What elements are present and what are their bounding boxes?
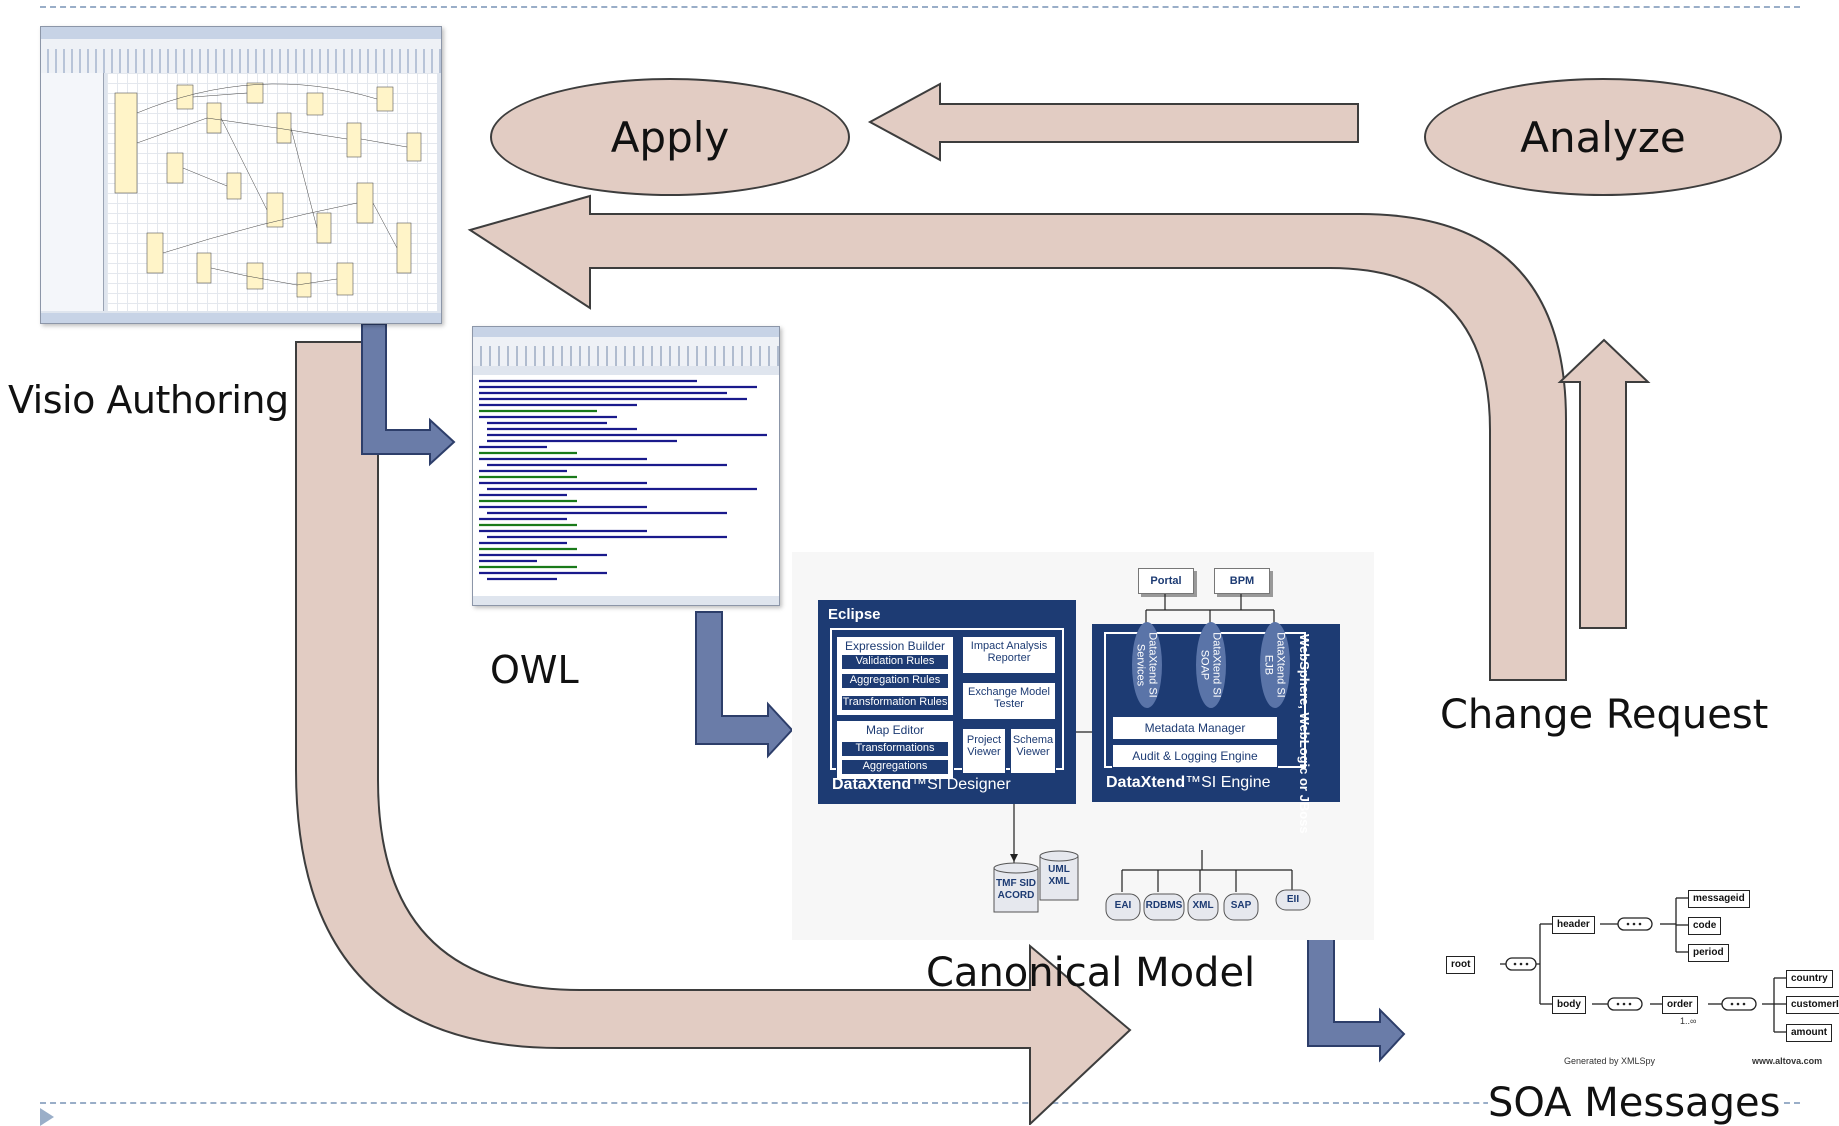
xml-order-node: order [1662,996,1698,1014]
owl-to-model-arrow [695,611,794,759]
map-editor-title: Map Editor [865,723,925,737]
apply-ellipse: Apply [490,78,850,196]
xmlspy-credit: Generated by XMLSpy [1564,1056,1656,1066]
change-request-label: Change Request [1440,692,1769,738]
engine-brand: DataXtend [1106,774,1186,791]
xml-customerid-node: customerID [1786,996,1839,1014]
eai-cylinder: EAI [1114,900,1132,911]
validation-rules: Validation Rules [841,654,949,670]
visio-to-owl-arrow [361,323,456,467]
owl-editor-toolbar [473,346,779,366]
xml-country-node: country [1786,970,1833,988]
xmlspy-connectors [1500,897,1786,1033]
xml-header-node: header [1552,916,1595,934]
change-request-arrow [1557,338,1651,629]
transformation-rules: Transformation Rules [841,695,949,711]
xmlspy-schema: root header body order 1..∞ messageid co… [1440,884,1839,1070]
sap-cylinder: SAP [1230,900,1252,911]
canonical-model-label: Canonical Model [926,950,1256,996]
owl-label: OWL [490,648,579,692]
metadata-manager-box: Metadata Manager [1112,716,1278,740]
soa-messages-label: SOA Messages [1488,1080,1781,1126]
owl-editor-menubar [473,337,779,346]
xml-amount-node: amount [1786,1024,1833,1042]
owl-editor-titlebar [473,327,779,337]
visio-toolbar [41,49,441,73]
owl-code-view [473,375,779,592]
apply-label: Apply [610,112,730,162]
schema-viewer-box: Schema Viewer [1010,728,1056,774]
visio-diagram [114,82,422,298]
designer-brand: DataXtend [832,776,912,793]
visio-authoring-label: Visio Authoring [8,378,289,422]
altova-site: www.altova.com [1752,1056,1823,1066]
svc-services-oval: DataXtend SI Services [1132,622,1162,708]
owl-code-lines [479,379,767,581]
uml-label: UML XML [1048,864,1070,887]
xml-root-node: root [1446,956,1476,974]
tmf-sid-cylinder: TMF SID ACORD [994,878,1038,902]
eclipse-title: Eclipse [828,606,881,623]
xml-code-node: code [1688,917,1722,935]
model-to-soa-arrow [1307,917,1406,1063]
cylinders [993,850,1311,921]
svc-soap-oval: DataXtend SI SOAP [1196,622,1226,708]
canonical-arrow [295,341,1132,1125]
rdbms-cylinder: RDBMS [1145,900,1183,911]
top-dashed-rule [40,6,1800,8]
analyze-ellipse: Analyze [1424,78,1782,196]
bpm-box: BPM [1214,568,1270,594]
uml-xml-cylinder: UML XML [1040,864,1078,888]
visio-titlebar [41,27,441,39]
designer-suffix: ™SI Designer [911,776,1011,793]
xml-body-node: body [1552,996,1586,1014]
impact-analysis-box: Impact Analysis Reporter [962,636,1056,674]
engine-suffix: ™SI Engine [1185,774,1271,791]
svc-ejb-oval: DataXtend SI EJB [1260,622,1290,708]
return-arrow [467,194,1567,681]
xml-cylinder: XML [1192,900,1214,911]
slide-bullet-icon [40,1108,54,1126]
xml-multiplicity: 1..∞ [1680,1016,1697,1026]
project-viewer-box: Project Viewer [962,728,1006,774]
apply-arrow [867,82,1359,162]
xml-period-node: period [1688,944,1729,962]
owl-editor-statusbar [473,596,779,605]
bottom-dashed-rule [40,1102,1800,1104]
analyze-label: Analyze [1520,112,1686,162]
portal-box: Portal [1138,568,1194,594]
visio-drawing-canvas [107,73,437,311]
exchange-model-box: Exchange Model Tester [962,682,1056,720]
aggregations: Aggregations [841,759,949,775]
owl-editor-screenshot [472,326,780,606]
visio-stencil-panel [41,73,104,311]
audit-logging-box: Audit & Logging Engine [1112,744,1278,768]
visio-menubar [41,39,441,49]
designer-footer: DataXtend™SI Designer [832,776,1011,794]
owl-editor-tab [473,366,779,375]
transformations: Transformations [841,741,949,757]
xml-messageid-node: messageid [1688,890,1750,908]
map-editor-box: Map Editor Transformations Aggregations [836,720,954,780]
expression-builder-title: Expression Builder [844,639,946,653]
dataxtend-architecture: Portal BPM Eclipse Expression Builder Va… [792,552,1374,940]
engine-panel: DataXtend SI Services DataXtend SI SOAP … [1092,622,1340,834]
aggregation-rules: Aggregation Rules [841,673,949,689]
visio-screenshot [40,26,442,324]
engine-footer: DataXtend™SI Engine [1106,774,1271,792]
eii-cylinder: EII [1286,894,1300,905]
tmf-label: TMF SID ACORD [996,878,1036,901]
designer-panel: Eclipse Expression Builder Validation Ru… [818,600,1076,804]
expression-builder-box: Expression Builder Validation Rules Aggr… [836,636,954,716]
visio-statusbar [41,313,441,323]
